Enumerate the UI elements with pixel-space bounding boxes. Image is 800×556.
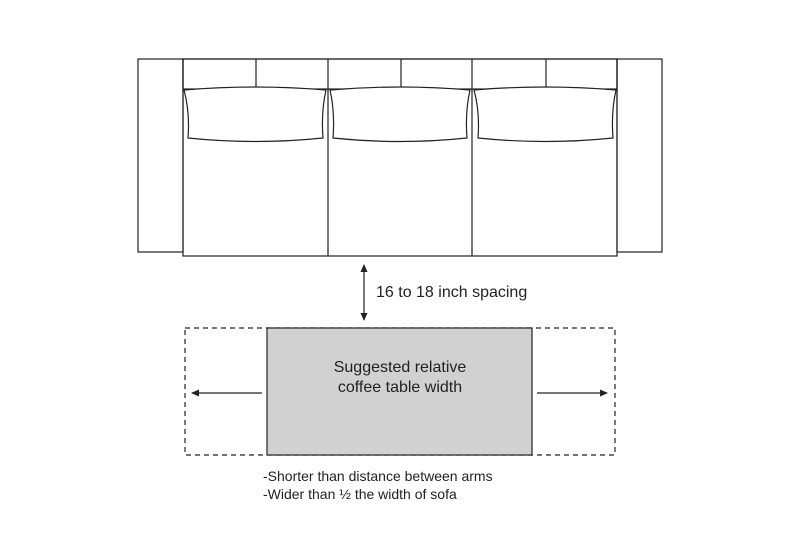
coffee-table-label-line2: coffee table width [338,379,462,396]
spacing-label: 16 to 18 inch spacing [376,284,527,301]
sofa-cushion-middle [329,86,471,143]
sofa-seat [182,58,618,257]
coffee-table-label-line1: Suggested relative [334,359,467,376]
note-shorter-than-arms: -Shorter than distance between arms [263,468,493,484]
note-wider-than-half-sofa: -Wider than ½ the width of sofa [263,486,457,502]
sofa-left-arm [137,58,184,253]
sofa-back [182,58,618,90]
guideline-notes: -Shorter than distance between arms -Wid… [263,467,493,503]
sofa [137,58,663,257]
sofa-right-arm [616,58,663,253]
sofa-cushion-right [473,86,617,143]
sofa-cushion-left [183,86,327,143]
coffee-table [266,327,533,456]
